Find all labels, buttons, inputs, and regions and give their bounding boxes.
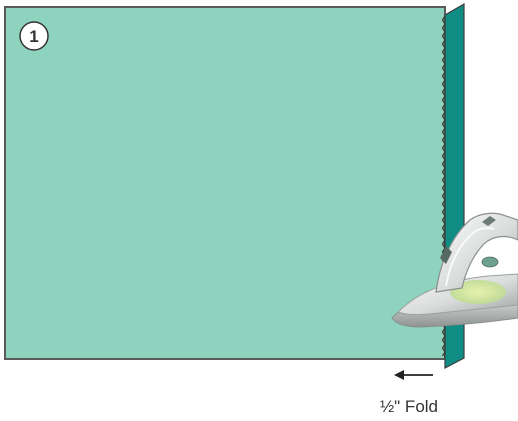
- step-number: 1: [29, 27, 38, 46]
- fabric-panel: [5, 7, 445, 359]
- step-number-badge: 1: [20, 22, 48, 50]
- fold-label: ½" Fold: [380, 397, 438, 417]
- arrow-left-icon: [394, 370, 433, 380]
